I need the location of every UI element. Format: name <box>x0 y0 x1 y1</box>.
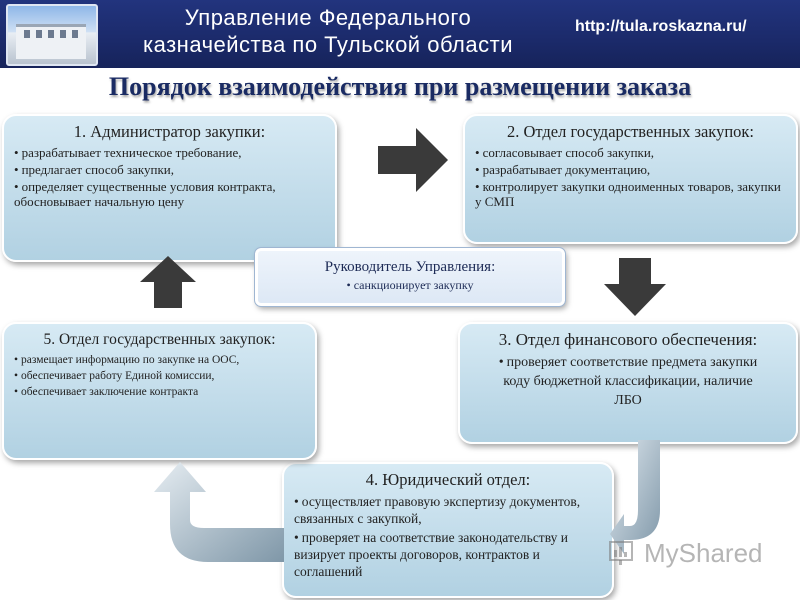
step-5-heading: 5. Отдел государственных закупок: <box>43 331 276 348</box>
list-item: контролирует закупки одноименных товаров… <box>475 179 786 209</box>
step-4-list: осуществляет правовую экспертизу докумен… <box>294 493 602 580</box>
header-banner: Управление Федерального казначейства по … <box>0 0 800 68</box>
step-5-list: размещает информацию по закупке на ООС, … <box>14 353 305 399</box>
arrow-right-icon <box>378 128 448 192</box>
organization-title: Управление Федерального казначейства по … <box>108 4 548 58</box>
director-item-text: санкционирует закупку <box>353 278 474 292</box>
step-3-list: проверяет соответствие предмета закупки … <box>470 353 786 410</box>
step-4-box: 4. Юридический отдел: осуществляет право… <box>282 462 614 598</box>
list-item: определяет существенные условия контракт… <box>14 179 325 209</box>
page-title: Порядок взаимодействия при размещении за… <box>108 72 692 101</box>
list-item: проверяет соответствие предмета закупки … <box>470 353 786 410</box>
myshared-logo-icon <box>609 541 633 565</box>
step-5-box: 5. Отдел государственных закупок: размещ… <box>2 322 317 460</box>
step-1-box: 1. Администратор закупки: разрабатывает … <box>2 114 337 262</box>
step-2-heading: 2. Отдел государственных закупок: <box>506 122 755 141</box>
step-3-heading: 3. Отдел финансового обеспечения: <box>498 330 758 349</box>
list-item: разрабатывает техническое требование, <box>14 145 325 160</box>
organization-title-line2: казначейства по Тульской области <box>142 32 513 57</box>
building-photo <box>6 4 98 66</box>
arrow-down-icon <box>604 258 666 316</box>
watermark: MyShared <box>644 538 763 568</box>
list-item: размещает информацию по закупке на ООС, <box>14 353 305 367</box>
list-item: обеспечивает заключение контракта <box>14 385 305 399</box>
list-item: разрабатывает документацию, <box>475 162 786 177</box>
list-item: обеспечивает работу Единой комиссии, <box>14 369 305 383</box>
list-item: осуществляет правовую экспертизу докумен… <box>294 493 602 527</box>
director-item: • санкционирует закупку <box>346 278 474 292</box>
curved-arrow-to-box5-icon <box>154 462 284 562</box>
director-heading: Руководитель Управления: <box>324 259 496 275</box>
organization-title-line1: Управление Федерального <box>184 5 472 30</box>
step-4-heading: 4. Юридический отдел: <box>365 470 531 489</box>
step-3-box: 3. Отдел финансового обеспечения: провер… <box>458 322 798 444</box>
list-item: согласовывает способ закупки, <box>475 145 786 160</box>
curved-arrow-to-box4-icon <box>610 440 660 554</box>
list-item: проверяет на соответствие законодательст… <box>294 529 602 580</box>
list-item: предлагает способ закупки, <box>14 162 325 177</box>
site-url[interactable]: http://tula.roskazna.ru/ <box>575 18 747 35</box>
step-1-list: разрабатывает техническое требование, пр… <box>14 145 325 209</box>
step-1-heading: 1. Администратор закупки: <box>73 122 266 141</box>
step-2-box: 2. Отдел государственных закупок: соглас… <box>463 114 798 244</box>
director-box: Руководитель Управления: • санкционирует… <box>254 247 566 307</box>
step-2-list: согласовывает способ закупки, разрабатыв… <box>475 145 786 209</box>
arrow-up-icon <box>140 256 196 308</box>
